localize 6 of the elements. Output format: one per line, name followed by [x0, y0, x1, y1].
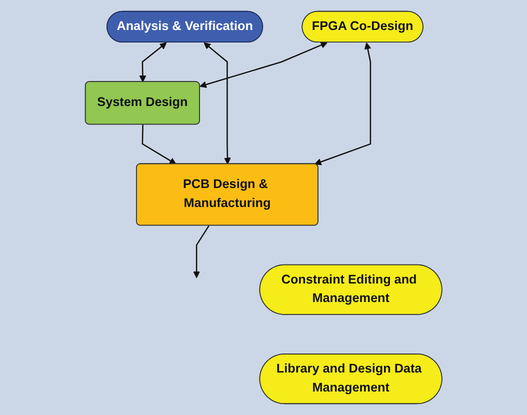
arrow: [204, 42, 231, 164]
arrow: [139, 42, 167, 82]
arrow: [314, 42, 372, 166]
arrow: [200, 42, 328, 88]
arrow: [193, 225, 210, 278]
arrow: [142, 124, 176, 164]
